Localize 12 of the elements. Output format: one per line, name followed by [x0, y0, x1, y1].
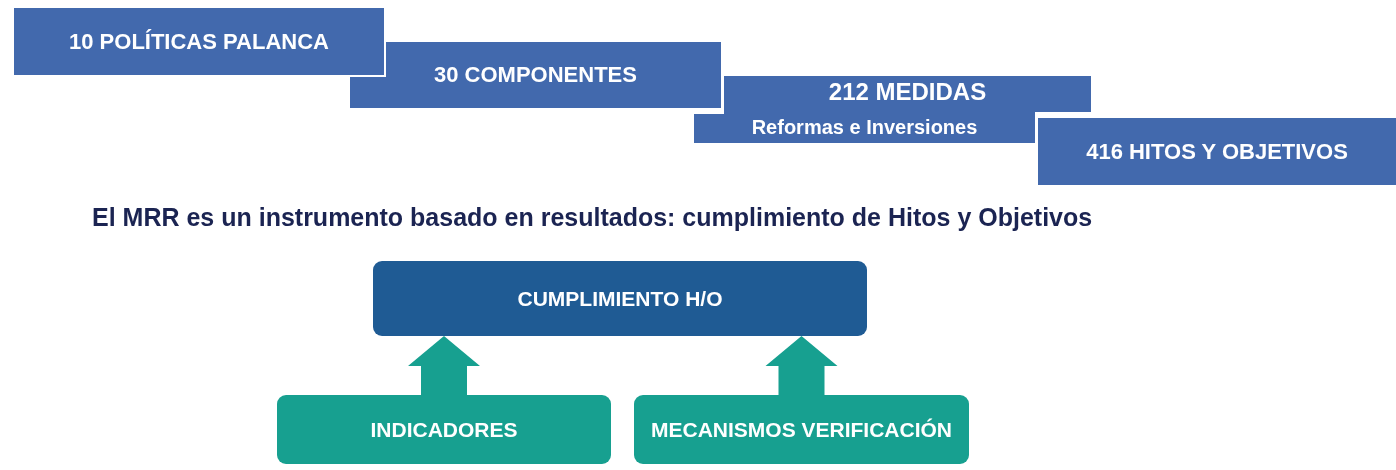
- input-box: MECANISMOS VERIFICACIÓN: [634, 395, 969, 464]
- input-box: INDICADORES: [277, 395, 611, 464]
- level-box: 30 COMPONENTES: [348, 40, 723, 110]
- block-arrow: [765, 336, 838, 395]
- heading: El MRR es un instrumento basado en resultados: cumplimiento de Hitos y Objetivos: [92, 203, 1093, 232]
- level-box: 416 HITOS Y OBJETIVOS: [1036, 116, 1396, 187]
- box-label: 212 MEDIDAS: [827, 78, 988, 106]
- box-label: Reformas e Inversiones: [750, 116, 979, 139]
- level-box: 10 POLÍTICAS PALANCA: [12, 6, 386, 77]
- result-box: CUMPLIMIENTO H/O: [373, 261, 867, 336]
- block-arrow: [408, 336, 480, 395]
- level-box: [692, 74, 1093, 145]
